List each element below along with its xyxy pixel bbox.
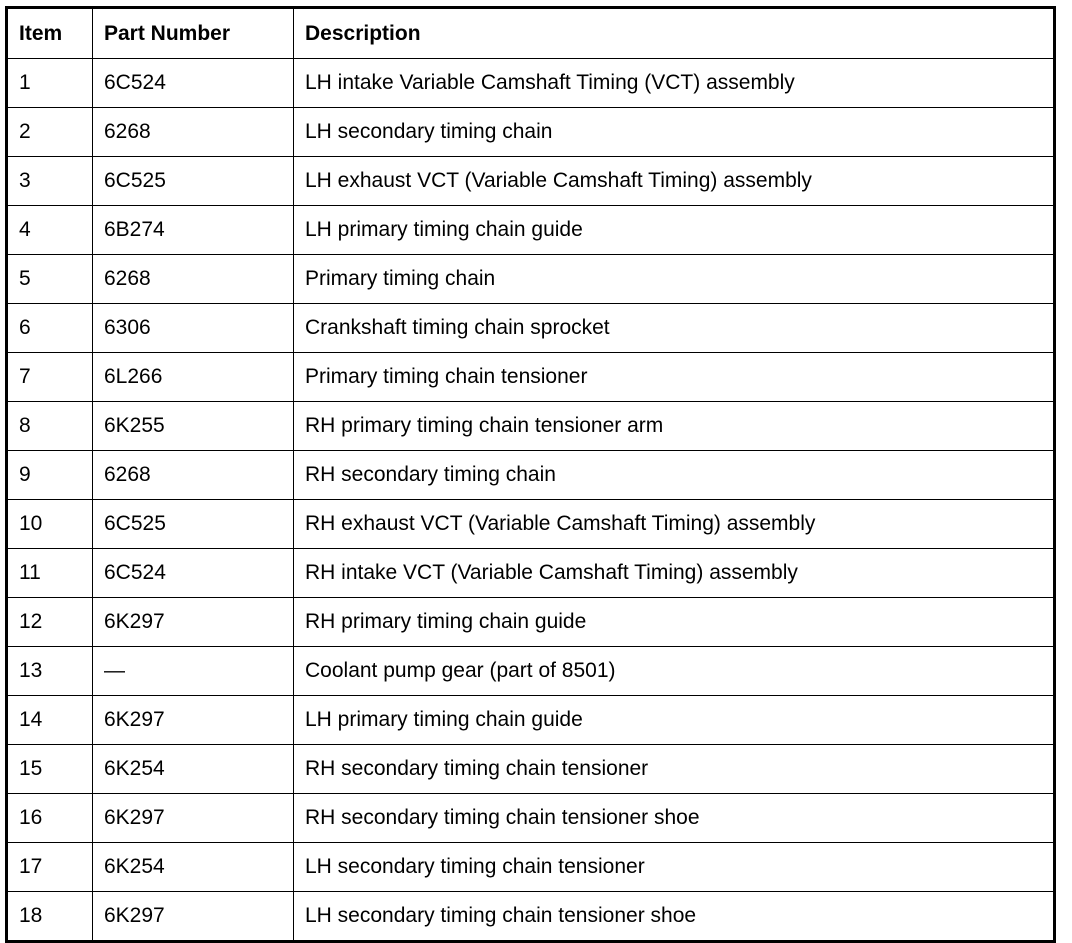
cell-description: LH primary timing chain guide [293,695,1055,745]
table-header-row: Item Part Number Description [6,7,1055,59]
cell-description: RH primary timing chain guide [293,597,1055,647]
cell-item: 6 [6,303,93,353]
cell-part-number: 6K297 [92,695,294,745]
cell-item: 17 [6,842,93,892]
cell-part-number: 6K254 [92,744,294,794]
cell-description: Primary timing chain [293,254,1055,304]
cell-item: 13 [6,646,93,696]
cell-part-number: 6K297 [92,597,294,647]
cell-part-number: 6C524 [92,58,294,108]
cell-part-number: 6K255 [92,401,294,451]
cell-item: 4 [6,205,93,255]
cell-item: 18 [6,891,93,942]
cell-description: Coolant pump gear (part of 8501) [293,646,1055,696]
cell-item: 10 [6,499,93,549]
cell-description: RH secondary timing chain tensioner [293,744,1055,794]
cell-item: 9 [6,450,93,500]
cell-item: 14 [6,695,93,745]
cell-description: Primary timing chain tensioner [293,352,1055,402]
cell-part-number: 6B274 [92,205,294,255]
cell-description: RH exhaust VCT (Variable Camshaft Timing… [293,499,1055,549]
cell-item: 3 [6,156,93,206]
column-header-item: Item [6,7,93,59]
cell-item: 16 [6,793,93,843]
cell-part-number: 6K254 [92,842,294,892]
cell-item: 11 [6,548,93,598]
table-row: 13—Coolant pump gear (part of 8501) [6,646,1055,696]
column-header-description: Description [293,7,1055,59]
cell-description: LH secondary timing chain tensioner [293,842,1055,892]
cell-part-number: 6C524 [92,548,294,598]
cell-description: LH secondary timing chain [293,107,1055,157]
cell-part-number: 6C525 [92,156,294,206]
cell-part-number: 6C525 [92,499,294,549]
cell-part-number: 6K297 [92,793,294,843]
cell-description: RH primary timing chain tensioner arm [293,401,1055,451]
cell-part-number: 6306 [92,303,294,353]
cell-description: RH secondary timing chain tensioner shoe [293,793,1055,843]
cell-part-number: 6268 [92,450,294,500]
cell-part-number: — [92,646,294,696]
cell-item: 1 [6,58,93,108]
cell-description: LH secondary timing chain tensioner shoe [293,891,1055,942]
cell-description: LH intake Variable Camshaft Timing (VCT)… [293,58,1055,108]
cell-item: 8 [6,401,93,451]
cell-item: 7 [6,352,93,402]
cell-item: 2 [6,107,93,157]
cell-item: 5 [6,254,93,304]
cell-item: 15 [6,744,93,794]
cell-description: Crankshaft timing chain sprocket [293,303,1055,353]
table-header: Item Part Number Description [6,7,1055,59]
cell-description: RH secondary timing chain [293,450,1055,500]
cell-description: RH intake VCT (Variable Camshaft Timing)… [293,548,1055,598]
cell-description: LH primary timing chain guide [293,205,1055,255]
cell-part-number: 6L266 [92,352,294,402]
cell-item: 12 [6,597,93,647]
cell-part-number: 6268 [92,107,294,157]
cell-description: LH exhaust VCT (Variable Camshaft Timing… [293,156,1055,206]
column-header-part-number: Part Number [92,7,294,59]
cell-part-number: 6K297 [92,891,294,942]
cell-part-number: 6268 [92,254,294,304]
